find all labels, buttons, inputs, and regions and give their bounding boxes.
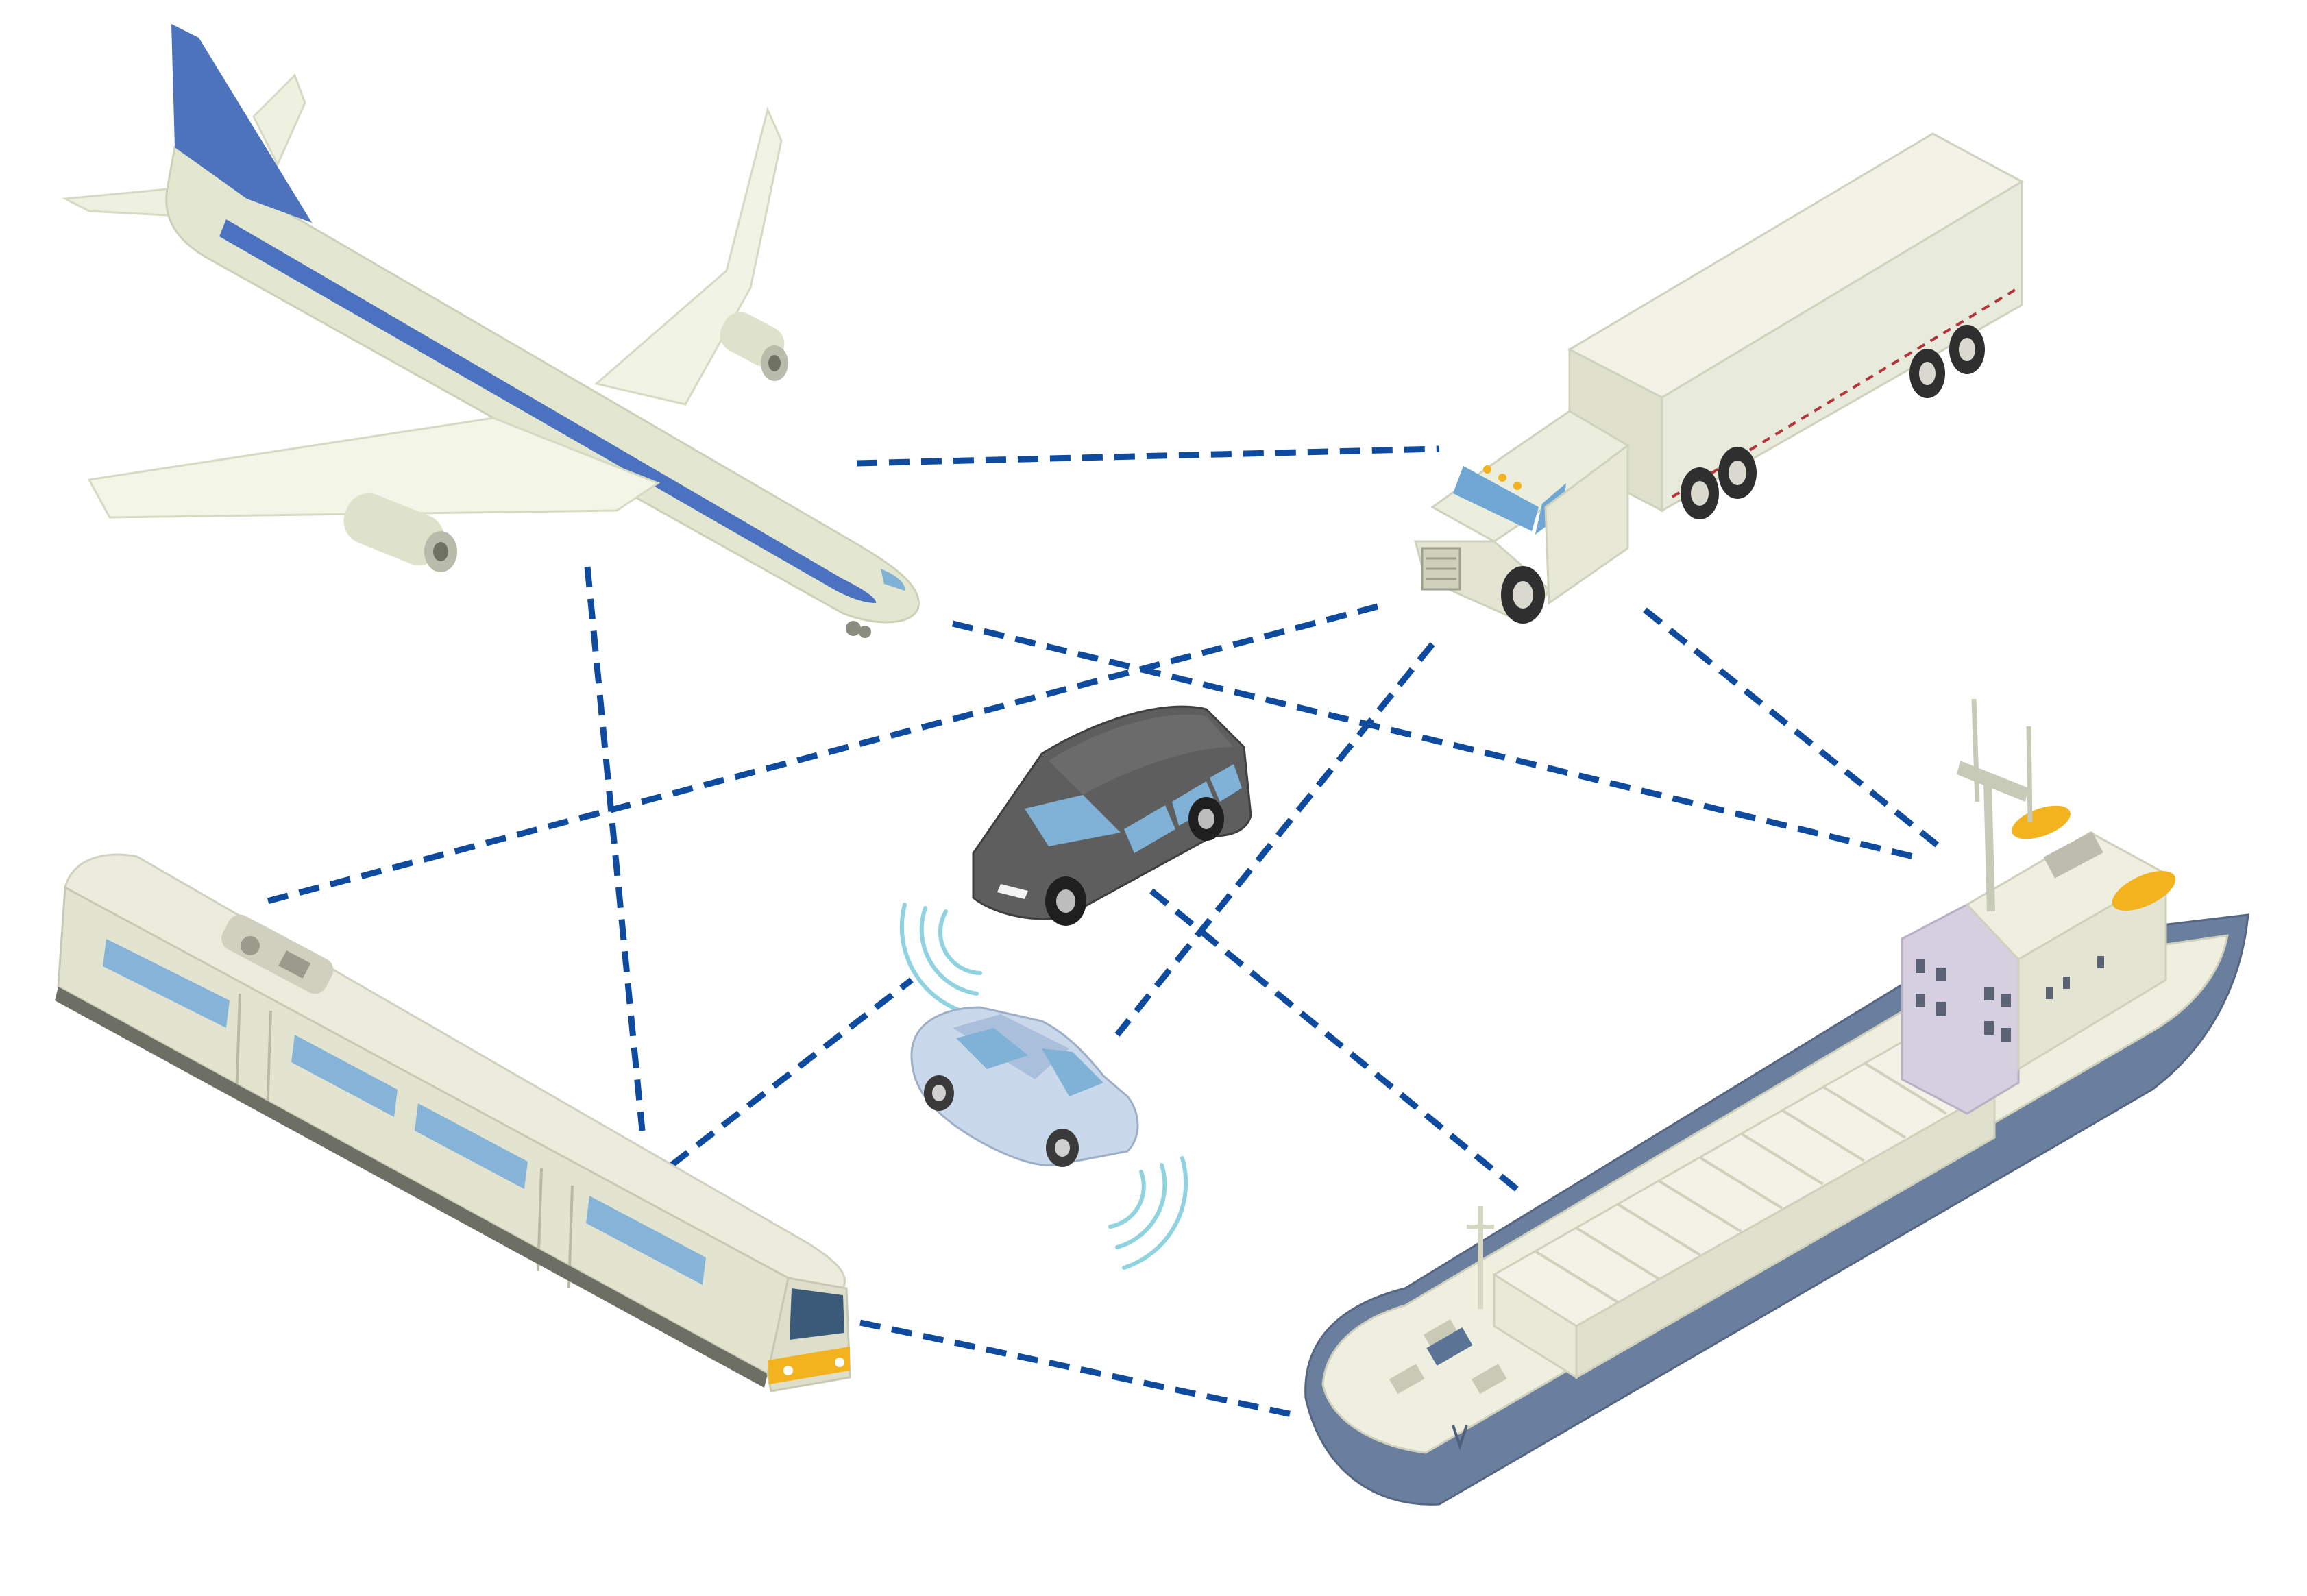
link-truck-ship: [1643, 607, 1945, 852]
link-airplane-train: [584, 566, 646, 1131]
truck-icon: [1414, 132, 2025, 624]
link-truck-sedan: [1114, 642, 1435, 1037]
sedan-icon: [910, 1006, 1139, 1167]
link-minivan-ship: [1149, 888, 1527, 1199]
train-icon: [55, 853, 851, 1392]
link-airplane-ship: [951, 620, 1920, 861]
connection-lines: [266, 445, 1945, 1419]
cargo-ship-icon: [1304, 698, 2249, 1506]
airplane-icon: [61, 24, 920, 638]
link-train-ship: [859, 1319, 1296, 1419]
link-train-sedan: [670, 977, 914, 1168]
signal-waves-minivan: [899, 903, 982, 1016]
signal-waves-sedan: [1108, 1156, 1188, 1270]
link-airplane-truck: [856, 445, 1440, 467]
minivan-icon: [972, 705, 1252, 926]
